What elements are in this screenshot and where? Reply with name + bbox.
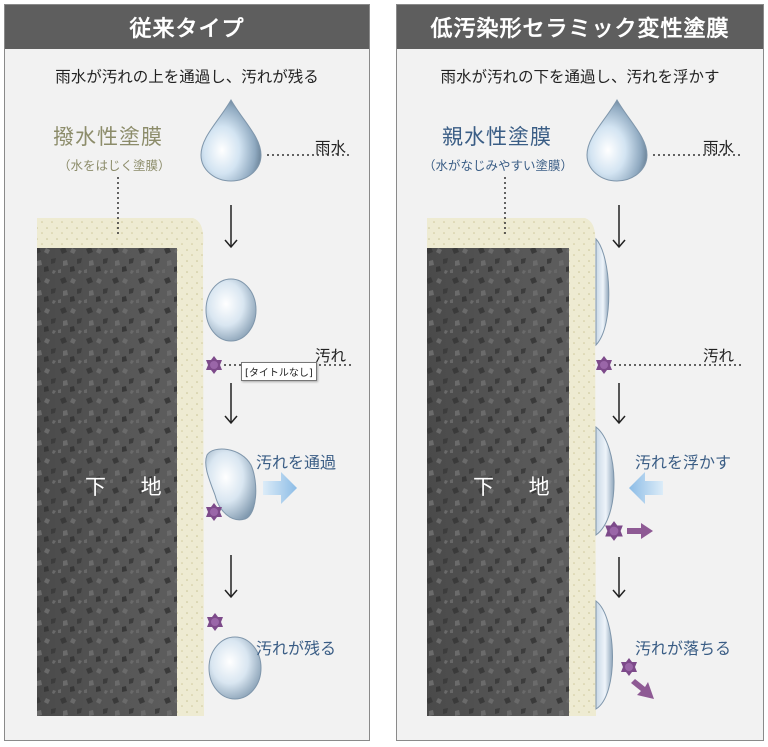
dirt-fall-arrow-icon: [631, 679, 654, 699]
coating-title: 撥水性塗膜: [53, 125, 163, 149]
down-arrow-icon: [224, 205, 238, 249]
down-arrow-icon: [224, 555, 238, 599]
panel-low-contamination-type: 低汚染形セラミック変性塗膜: [396, 4, 764, 741]
panel-title: 低汚染形セラミック変性塗膜: [397, 5, 763, 49]
water-film: [595, 425, 615, 536]
dirt-particle-icon: [621, 658, 637, 676]
coating-note: （水をはじく塗膜）: [58, 158, 171, 173]
dirt-particle-icon: [207, 613, 223, 631]
conventional-diagram: [37, 98, 351, 716]
flow-right-arrow-icon: [263, 472, 297, 504]
water-bead-deformed: [205, 448, 257, 521]
panel-title: 従来タイプ: [5, 5, 369, 49]
panel-subtitle: 雨水が汚れの上を通過し、汚れが残る: [55, 68, 319, 86]
panel-subtitle: 雨水が汚れの下を通過し、汚れを浮かす: [440, 68, 720, 86]
step-label-fall: 汚れが落ちる: [635, 639, 732, 658]
coating-title: 親水性塗膜: [442, 125, 552, 149]
dirt-particle-icon: [596, 356, 612, 374]
down-arrow-icon: [612, 557, 626, 599]
substrate-label: 下 地: [473, 475, 564, 499]
step-label-pass: 汚れを通過: [256, 453, 337, 472]
low-contamination-diagram: [427, 98, 743, 716]
down-arrow-icon: [612, 205, 626, 249]
tooltip: [タイトルなし]: [241, 362, 317, 381]
dirt-particle-icon: [605, 521, 623, 541]
substrate-texture: [427, 248, 569, 716]
water-bead: [205, 278, 257, 342]
substrate-texture: [37, 248, 177, 716]
coating-note: （水がなじみやすい塗膜）: [423, 158, 574, 173]
water-film: [595, 599, 613, 710]
down-arrow-icon: [224, 383, 238, 425]
water-film: [595, 237, 610, 347]
raindrop-icon: [200, 98, 262, 182]
rain-label: 雨水: [315, 139, 347, 157]
raindrop-icon: [586, 98, 648, 182]
rain-label: 雨水: [703, 139, 735, 157]
down-arrow-icon: [612, 383, 626, 425]
dirt-label: 汚れ: [315, 347, 347, 365]
dirt-label: 汚れ: [703, 347, 735, 365]
step-label-lift: 汚れを浮かす: [635, 453, 732, 472]
substrate-label: 下 地: [85, 475, 176, 499]
water-bead: [208, 636, 262, 700]
dirt-particle-icon: [206, 356, 222, 374]
flow-left-arrow-icon: [629, 472, 663, 504]
dirt-move-arrow-icon: [627, 523, 653, 539]
step-label-remain: 汚れが残る: [256, 639, 337, 658]
panel-conventional-type: 従来タイプ 雨水が汚れの上を通過し、汚れが残る: [4, 4, 370, 741]
